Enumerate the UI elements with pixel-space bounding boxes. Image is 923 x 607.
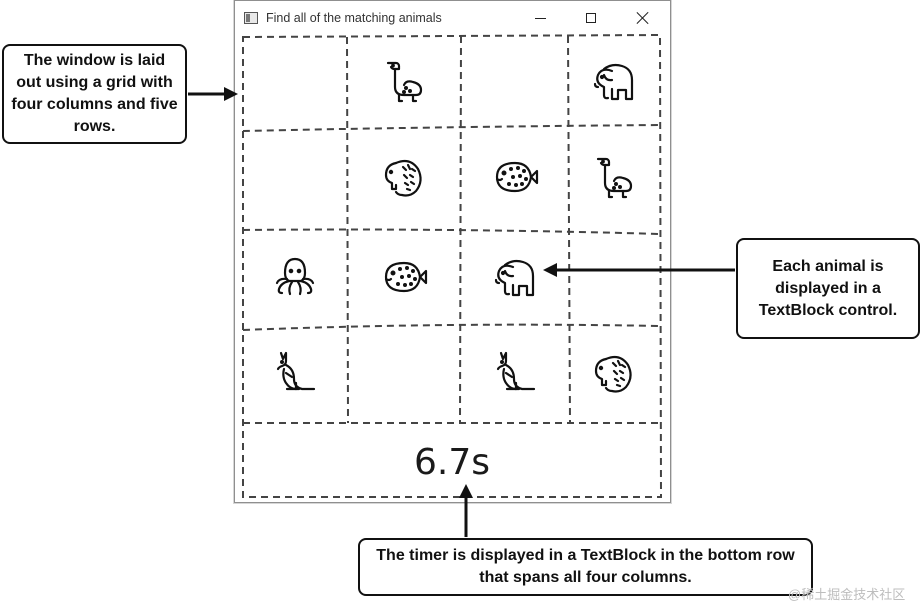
animal-callout-text: Each animal is displayed in a TextBlock … [758, 257, 898, 319]
dinosaur-icon [590, 153, 638, 206]
maximize-button[interactable] [566, 1, 616, 35]
animal-textblock[interactable] [461, 230, 568, 328]
title-bar[interactable]: Find all of the matching animals [235, 1, 670, 35]
animal-textblock[interactable] [568, 37, 660, 129]
minimize-button[interactable] [515, 1, 565, 35]
pufferfish-icon [491, 153, 539, 206]
close-icon [637, 12, 649, 24]
maximize-icon [586, 13, 596, 23]
hedgehog-icon [590, 349, 638, 402]
animal-textblock[interactable] [568, 328, 660, 423]
animal-textblock[interactable] [461, 129, 568, 230]
animal-textblock[interactable] [461, 328, 568, 423]
timer-textblock: 6.7s [413, 441, 490, 483]
close-button[interactable] [618, 1, 668, 35]
window-title: Find all of the matching animals [266, 11, 442, 25]
hedgehog-icon [380, 153, 428, 206]
pufferfish-icon [380, 253, 428, 306]
animal-textblock[interactable] [347, 129, 461, 230]
animal-textblock[interactable] [347, 328, 461, 423]
minimize-icon [534, 17, 546, 19]
animal-textblock[interactable] [461, 37, 568, 129]
kangaroo-icon [491, 349, 539, 402]
grid-callout-text: The window is laid out using a grid with… [11, 52, 178, 135]
animal-textblock[interactable] [347, 230, 461, 328]
octopus-icon [271, 253, 319, 306]
dinosaur-icon [380, 57, 428, 110]
animal-textblock[interactable] [568, 129, 660, 230]
timer-callout: The timer is displayed in a TextBlock in… [358, 538, 813, 596]
animal-textblock[interactable] [243, 37, 347, 129]
animal-textblock[interactable] [243, 328, 347, 423]
timer-callout-text: The timer is displayed in a TextBlock in… [376, 547, 795, 586]
app-icon [244, 12, 258, 24]
animal-textblock[interactable] [347, 37, 461, 129]
animal-textblock[interactable] [568, 230, 660, 328]
elephant-icon [590, 57, 638, 110]
elephant-icon [491, 253, 539, 306]
animal-callout: Each animal is displayed in a TextBlock … [736, 238, 920, 339]
watermark: @稀土掘金技术社区 [788, 587, 906, 602]
kangaroo-icon [271, 349, 319, 402]
grid-callout: The window is laid out using a grid with… [2, 44, 187, 144]
animal-textblock[interactable] [243, 129, 347, 230]
animal-textblock[interactable] [243, 230, 347, 328]
